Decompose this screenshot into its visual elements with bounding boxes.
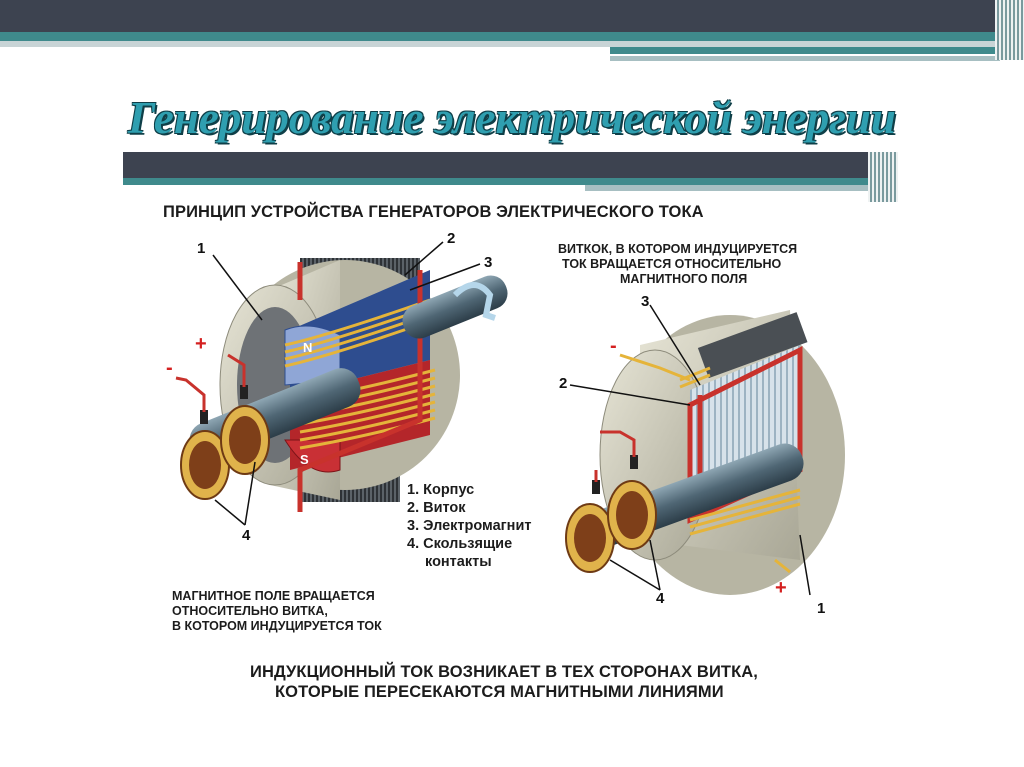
right-caption-line-3: МАГНИТНОГО ПОЛЯ — [620, 272, 748, 286]
left-plus-sign: + — [195, 333, 207, 355]
right-minus-sign: - — [610, 335, 617, 357]
left-magnet-s-face — [284, 439, 341, 473]
left-brush-2 — [240, 385, 248, 399]
left-label-4: 4 — [242, 527, 251, 544]
legend-item-4: 4. Скользящие — [407, 536, 513, 552]
right-core-top — [697, 312, 808, 379]
diagram-heading: ПРИНЦИП УСТРОЙСТВА ГЕНЕРАТОРОВ ЭЛЕКТРИЧЕ… — [163, 203, 704, 221]
legend-item-4-cont: контакты — [425, 554, 492, 570]
legend-item-2: 2. Виток — [407, 500, 466, 516]
left-shaft-end — [402, 275, 508, 339]
legend-item-1: 1. Корпус — [407, 482, 475, 498]
right-label-4: 4 — [656, 590, 665, 607]
title-underline-stripes — [868, 152, 898, 202]
legend-item-3: 3. Электромагнит — [407, 518, 532, 534]
left-rotation-arrow — [452, 282, 496, 321]
right-caption-line-1: ВИТКОК, В КОТОРОМ ИНДУЦИРУЕТСЯ — [558, 242, 798, 256]
bottom-caption-line-1: ИНДУКЦИОННЫЙ ТОК ВОЗНИКАЕТ В ТЕХ СТОРОНА… — [250, 663, 758, 681]
magnet-pole-s: S — [300, 452, 309, 467]
top-accent-bar — [610, 47, 1024, 54]
left-caption-line-3: В КОТОРОМ ИНДУЦИРУЕТСЯ ТОК — [172, 619, 382, 633]
bottom-caption-line-2: КОТОРЫЕ ПЕРЕСЕКАЮТСЯ МАГНИТНЫМИ ЛИНИЯМИ — [275, 683, 724, 701]
page-title: Генерирование электрической энергии — [128, 93, 896, 143]
left-caption-line-2: ОТНОСИТЕЛЬНО ВИТКА, — [172, 604, 328, 618]
magnet-pole-n: N — [303, 340, 313, 355]
left-generator — [175, 241, 508, 526]
right-brush-1 — [592, 480, 600, 494]
top-right-stripes — [995, 0, 1024, 60]
top-light-bar — [0, 41, 1024, 47]
right-label-2: 2 — [559, 375, 568, 392]
right-coil — [679, 366, 801, 536]
right-label-1: 1 — [817, 600, 826, 617]
right-generator — [565, 304, 845, 596]
top-teal-bar — [0, 32, 1024, 41]
left-caption-line-1: МАГНИТНОЕ ПОЛЕ ВРАЩАЕТСЯ — [172, 589, 375, 603]
left-label-2: 2 — [447, 230, 456, 247]
left-loop-wire — [297, 262, 423, 512]
right-plus-sign: + — [775, 577, 787, 599]
title-underline-light — [585, 185, 885, 191]
left-label-1: 1 — [197, 240, 206, 257]
top-dark-bar — [0, 0, 1024, 32]
title-underline-dark — [123, 152, 868, 178]
title-underline-teal — [123, 178, 883, 185]
right-caption-line-2: ТОК ВРАЩАЕТСЯ ОТНОСИТЕЛЬНО — [562, 257, 782, 271]
left-label-3: 3 — [484, 254, 493, 271]
left-brush-1 — [200, 410, 208, 424]
right-label-3: 3 — [641, 293, 650, 310]
top-accent-bar-2 — [610, 56, 1000, 61]
left-minus-sign: - — [166, 357, 173, 379]
right-brush-2 — [630, 455, 638, 469]
